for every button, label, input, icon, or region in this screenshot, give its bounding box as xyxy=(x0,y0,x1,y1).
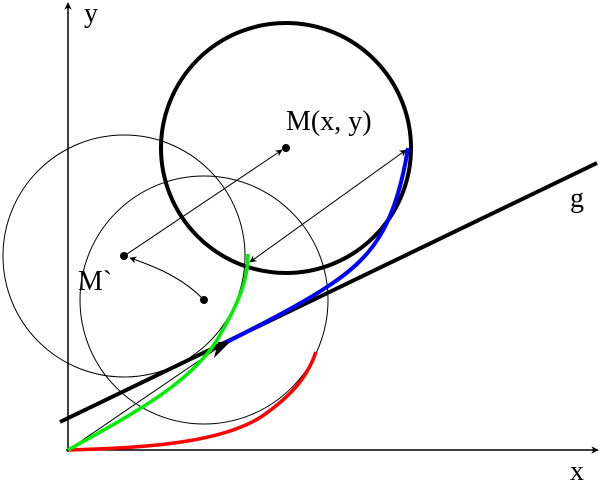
circle-rotated xyxy=(79,175,329,425)
circle-m xyxy=(159,21,413,275)
red-curve xyxy=(67,351,318,452)
point-m-prime-label: M` xyxy=(78,266,112,297)
circle-m-prime xyxy=(2,134,246,378)
point-m xyxy=(282,144,290,152)
y-axis-label: y xyxy=(84,0,98,29)
arrowhead-on-line-g xyxy=(214,342,230,358)
point-m-prime xyxy=(120,252,128,260)
point-rotation-center xyxy=(200,296,208,304)
rotation-arrow xyxy=(129,256,205,301)
blue-curve xyxy=(224,147,410,345)
arrow-tangent-to-top xyxy=(249,149,407,263)
point-m-label: M(x, y) xyxy=(286,106,372,137)
green-curve xyxy=(67,253,250,452)
line-g xyxy=(59,161,598,424)
x-axis-label: x xyxy=(570,456,584,483)
line-g-label: g xyxy=(570,183,584,214)
